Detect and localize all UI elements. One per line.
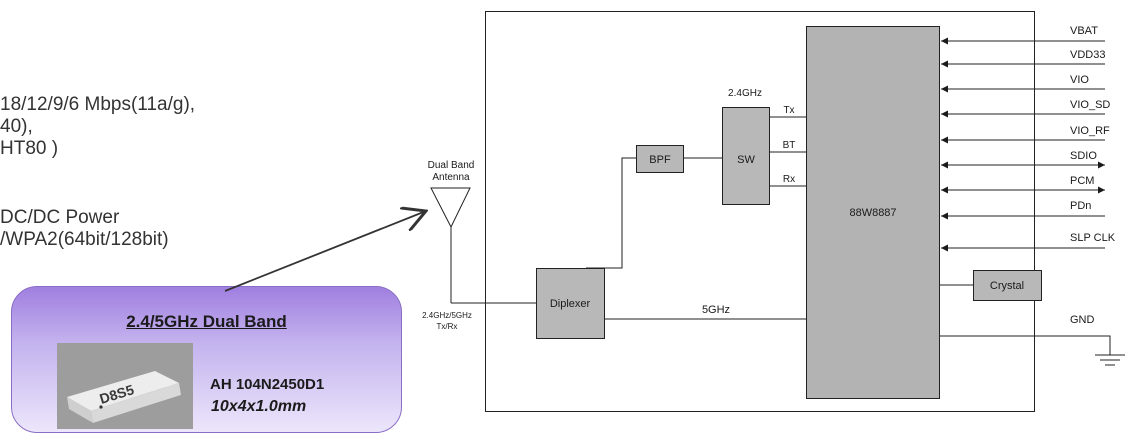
pin-label-sdio: SDIO: [1070, 150, 1097, 162]
chip-88w8887-label: 88W8887: [849, 207, 896, 219]
pin-label-vbat: VBAT: [1070, 25, 1098, 37]
bpf-label: BPF: [649, 154, 671, 166]
pin-label-vio: VIO: [1070, 74, 1089, 86]
ground-icon: [940, 336, 1125, 365]
sw-label: SW: [737, 154, 755, 166]
antenna-icon: [431, 188, 536, 303]
band-5ghz-label: 5GHz: [702, 304, 730, 316]
sw-port-bt-label: BT: [783, 140, 796, 151]
feed-label-line2: Tx/Rx: [437, 322, 458, 331]
diplexer-label: Diplexer: [550, 298, 591, 310]
pin-label-vio-rf: VIO_RF: [1070, 125, 1110, 137]
pin-label-pdn: PDn: [1070, 200, 1091, 212]
antenna-label-line2: Antenna: [432, 172, 470, 183]
module-outline: [486, 12, 1035, 412]
pin-lines: [941, 41, 1105, 248]
feed-label-line1: 2.4GHz/5GHz: [422, 311, 472, 320]
pin-label-vio-sd: VIO_SD: [1070, 99, 1110, 111]
sw-port-tx-label: Tx: [783, 105, 794, 116]
pin-label-vdd33: VDD33: [1070, 49, 1105, 61]
crystal-label: Crystal: [990, 280, 1024, 292]
pin-label-slp-clk: SLP CLK: [1070, 232, 1116, 244]
pin-label-gnd: GND: [1070, 314, 1095, 326]
sw-port-rx-label: Rx: [783, 174, 795, 185]
path-diplexer-bpf: [586, 158, 636, 268]
band-24ghz-label: 2.4GHz: [728, 88, 762, 99]
pin-label-pcm: PCM: [1070, 175, 1094, 187]
callout-pointer-arrow: [225, 211, 426, 291]
antenna-label-line1: Dual Band: [428, 160, 475, 171]
